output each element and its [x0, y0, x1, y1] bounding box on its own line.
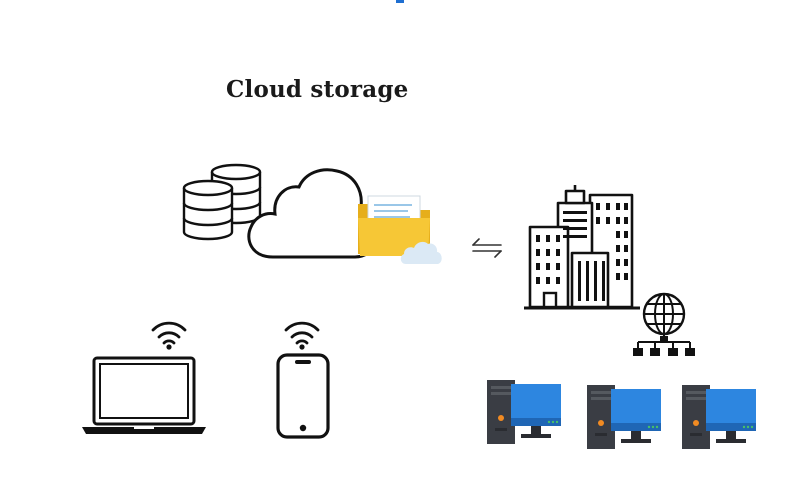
desktop-computer-icon: [487, 380, 561, 444]
laptop-icon: [82, 356, 206, 434]
wifi-icon: [151, 321, 187, 350]
top-accent-mark: [396, 0, 404, 3]
sync-arrows-icon: [472, 238, 502, 258]
office-buildings-icon: [524, 185, 640, 310]
small-cloud-icon: [400, 241, 442, 264]
wifi-icon: [284, 321, 320, 350]
desktop-computer-icon: [587, 385, 661, 449]
desktop-computer-icon: [682, 385, 756, 449]
folder-icon: [358, 195, 430, 256]
globe-network-icon: [633, 292, 695, 356]
smartphone-icon: [276, 353, 330, 439]
diagram-title: Cloud storage: [226, 76, 409, 103]
database-icon: [182, 163, 262, 241]
